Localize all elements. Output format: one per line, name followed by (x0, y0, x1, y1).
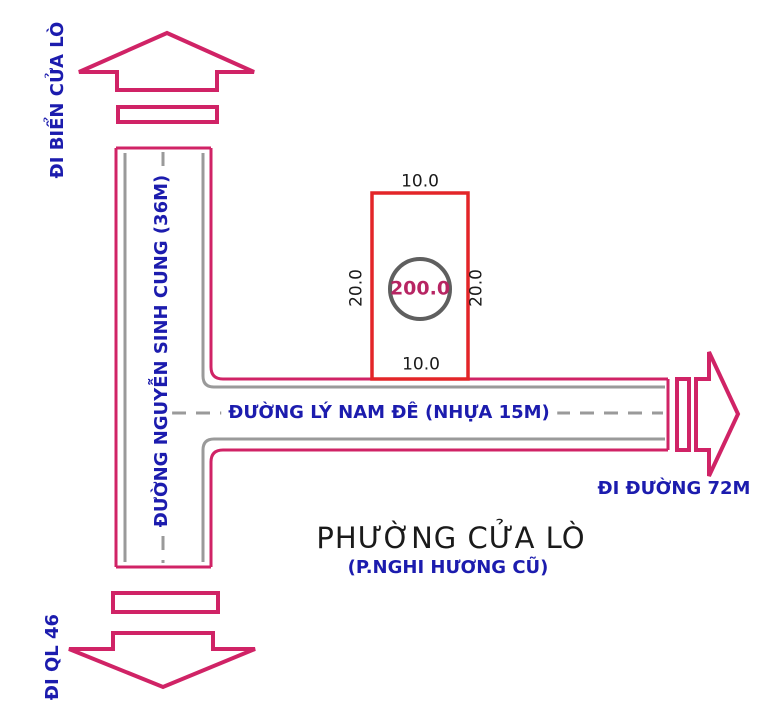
road-edges (114, 146, 670, 569)
plot-dim-bottom: 10.0 (402, 354, 440, 375)
direction-label-right: ĐI ĐƯỜNG 72M (597, 478, 751, 500)
plot-dim-left: 20.0 (346, 269, 367, 307)
arrow-down-icon (68, 591, 256, 690)
ward-subtitle: (P.NGHI HƯƠNG CŨ) (347, 557, 549, 579)
plot-dim-top: 10.0 (401, 171, 439, 192)
road-name-horizontal: ĐƯỜNG LÝ NAM ĐÊ (NHỰA 15M) (221, 403, 557, 423)
direction-label-down: ĐI QL 46 (42, 613, 64, 701)
plot-area-value: 200.0 (389, 277, 451, 300)
ward-title: PHƯỜNG CỬA LÒ (316, 521, 586, 556)
arrow-right-icon (675, 351, 741, 477)
lane-lines (123, 153, 665, 562)
arrow-up-icon (78, 30, 255, 124)
road-name-vertical: ĐƯỜNG NGUYỄN SINH CUNG (36M) (151, 167, 172, 535)
direction-label-up: ĐI BIỂN CỬA LÒ (47, 21, 69, 179)
plot-dim-right: 20.0 (466, 269, 487, 307)
area-circle (388, 257, 452, 321)
